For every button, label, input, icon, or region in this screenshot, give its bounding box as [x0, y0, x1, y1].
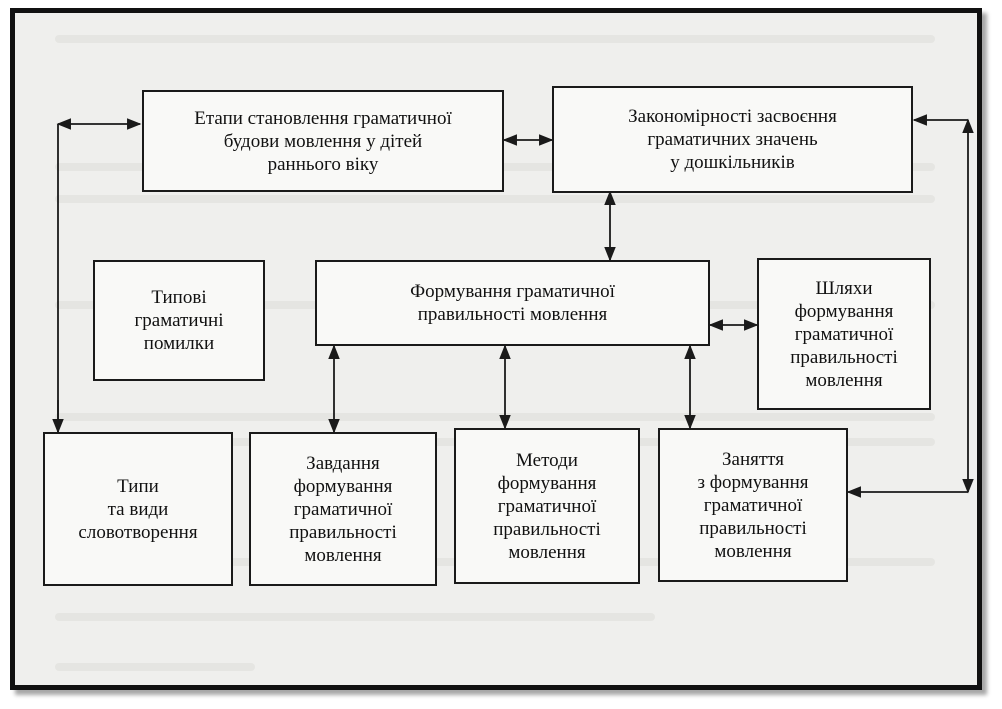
box-formation-line: правильності мовлення — [417, 304, 608, 325]
box-lessons-line: Заняття — [722, 448, 784, 470]
box-word-formation-line: та види — [107, 498, 169, 520]
box-stages-line: будови мовлення у дітей — [223, 130, 423, 152]
box-tasks-line: правильності — [289, 521, 397, 543]
box-tasks-line: формування — [293, 475, 393, 497]
box-methods-line: мовлення — [508, 541, 586, 563]
box-stages-line: Етапи становлення граматичної — [194, 107, 452, 129]
box-methods: Методи формування граматичної правильнос… — [454, 428, 640, 584]
bleed-through-line — [55, 195, 935, 203]
box-regularities: Закономірності засвоєння граматичних зна… — [552, 86, 913, 193]
box-formation-line: Формування граматичної — [410, 281, 615, 302]
box-lessons-line: граматичної — [703, 494, 803, 516]
box-stages-line: раннього віку — [267, 153, 379, 175]
box-ways-line: правильності — [790, 346, 898, 368]
box-tasks-line: мовлення — [304, 544, 382, 566]
box-lessons-line: з формування — [697, 471, 809, 493]
box-regularities-line: граматичних значень — [647, 129, 818, 150]
box-tasks-line: граматичної — [293, 498, 393, 520]
box-regularities-line: Закономірності засвоєння — [628, 106, 837, 127]
box-methods-line: Методи — [516, 449, 578, 471]
box-methods-line: формування — [497, 472, 597, 494]
box-ways: Шляхи формування граматичної правильност… — [757, 258, 931, 410]
bleed-through-line — [55, 613, 655, 621]
box-typical-errors-line: граматичні — [134, 310, 224, 331]
bleed-through-line — [55, 35, 935, 43]
box-methods-line: граматичної — [497, 495, 597, 517]
box-ways-line: граматичної — [794, 323, 894, 345]
box-lessons-line: мовлення — [714, 540, 792, 562]
box-ways-line: формування — [794, 300, 894, 322]
box-word-formation: Типи та види словотворення — [43, 432, 233, 586]
box-tasks-line: Завдання — [306, 452, 380, 474]
box-typical-errors-line: помилки — [143, 333, 215, 354]
box-word-formation-line: Типи — [117, 475, 159, 497]
box-typical-errors-line: Типові — [151, 287, 207, 308]
box-methods-line: правильності — [493, 518, 601, 540]
box-ways-line: мовлення — [805, 369, 883, 391]
box-lessons-line: правильності — [699, 517, 807, 539]
box-regularities-line: у дошкільників — [670, 152, 795, 173]
box-stages: Етапи становлення граматичної будови мов… — [142, 90, 504, 192]
box-lessons: Заняття з формування граматичної правиль… — [658, 428, 848, 582]
bleed-through-line — [55, 663, 255, 671]
box-formation: Формування граматичної правильності мовл… — [315, 260, 710, 346]
box-word-formation-line: словотворення — [78, 521, 198, 543]
box-ways-line: Шляхи — [815, 277, 873, 299]
box-typical-errors: Типові граматичні помилки — [93, 260, 265, 381]
box-tasks: Завдання формування граматичної правильн… — [249, 432, 437, 586]
bleed-through-line — [55, 413, 935, 421]
